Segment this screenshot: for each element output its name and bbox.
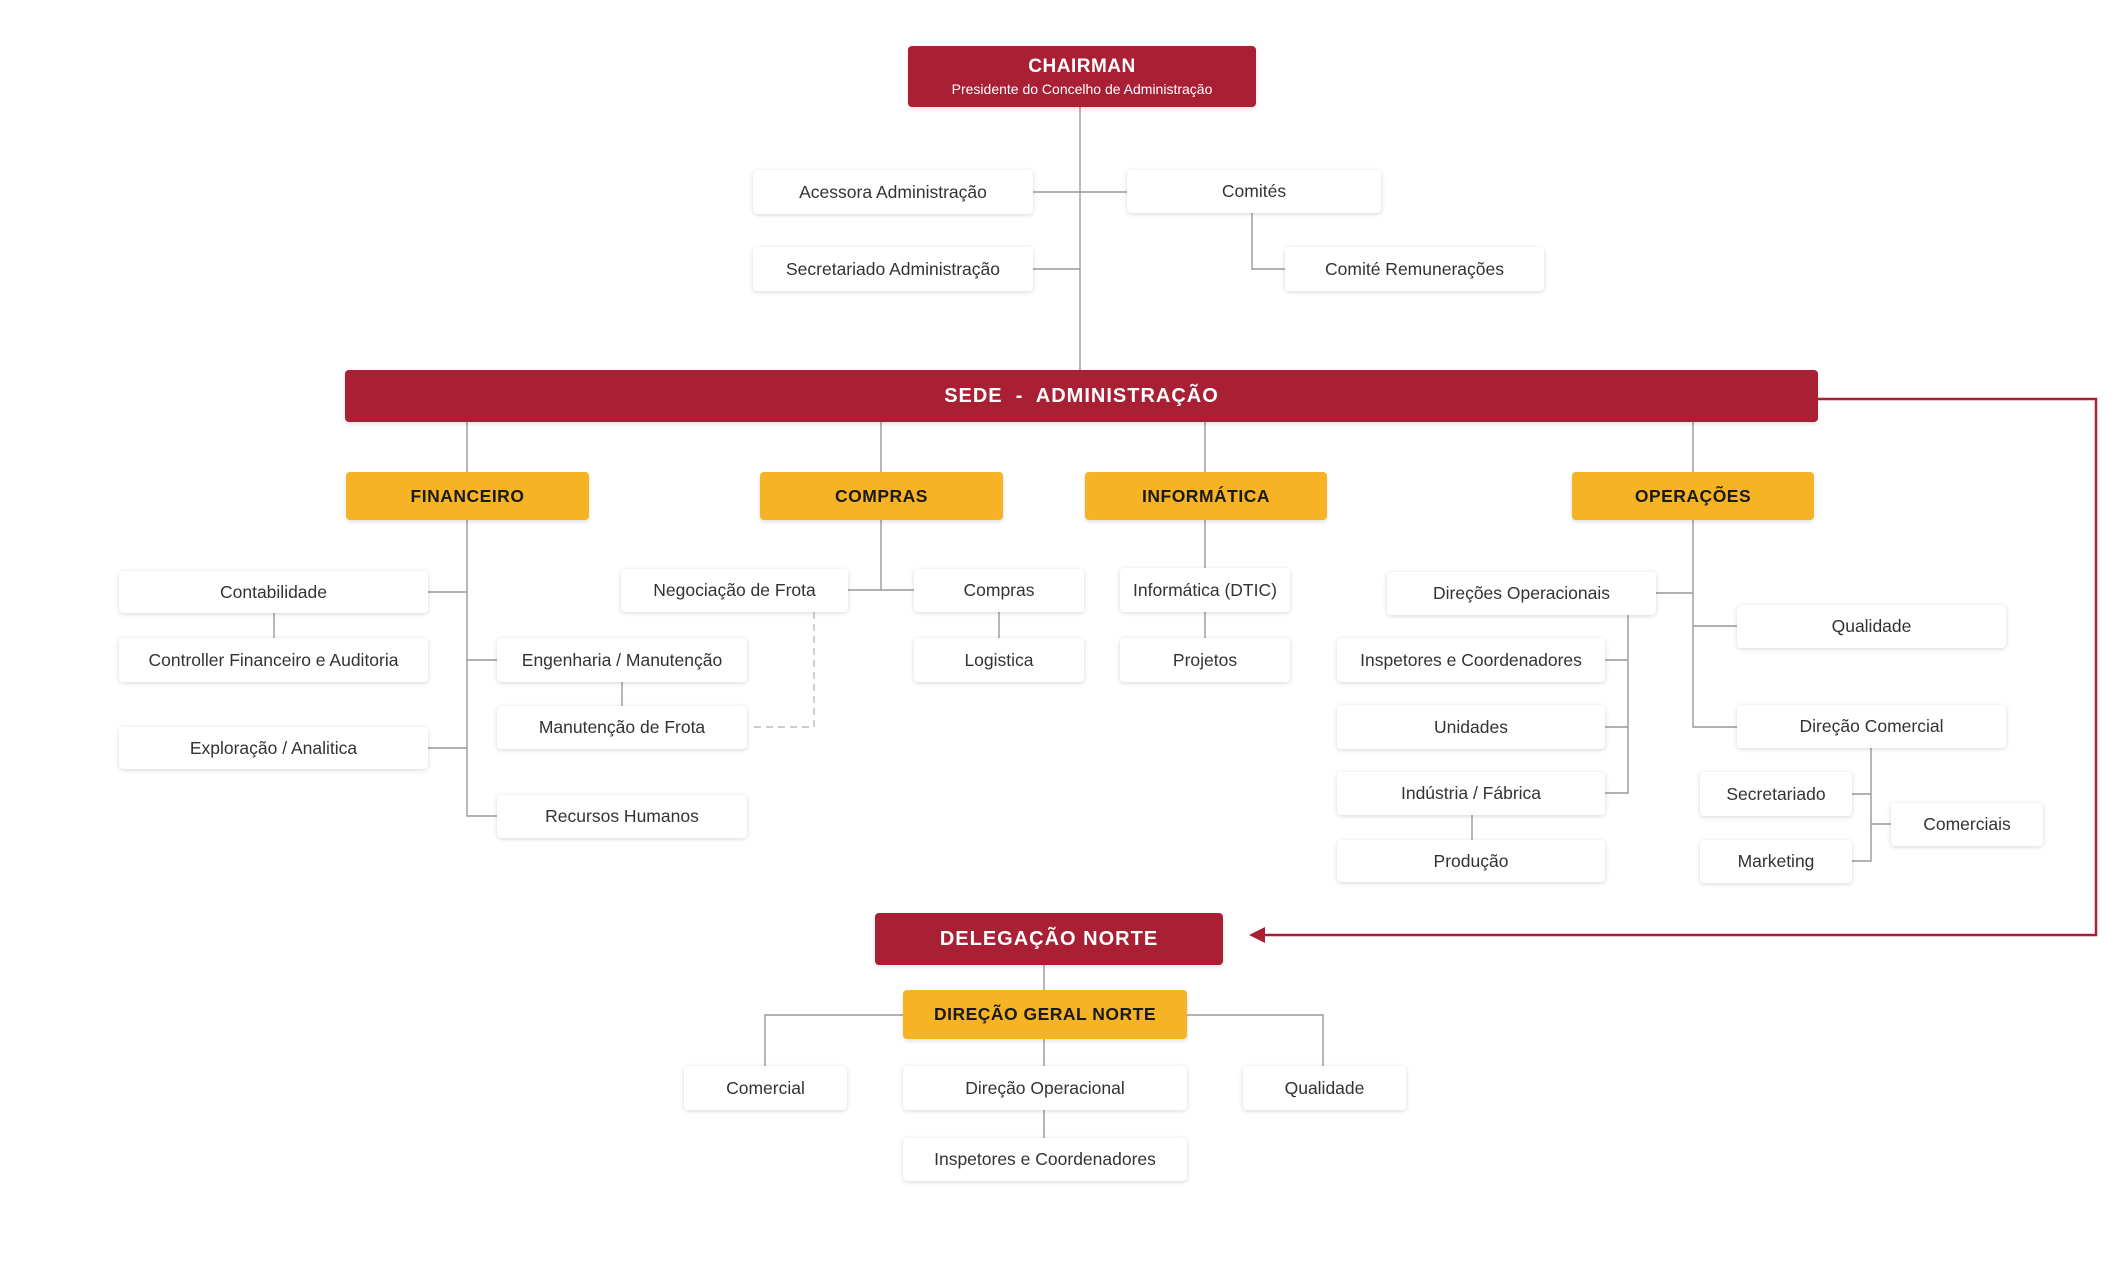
engenharia-box[interactable]: Engenharia / Manutenção bbox=[497, 638, 747, 682]
comerciais-box[interactable]: Comerciais bbox=[1891, 803, 2043, 846]
connector-direcoes-children bbox=[1605, 615, 1629, 794]
connector-comercial-trunk bbox=[1852, 748, 1872, 862]
direcao-geral-norte-box[interactable]: DIREÇÃO GERAL NORTE bbox=[903, 990, 1187, 1039]
logistica-box[interactable]: Logistica bbox=[914, 638, 1084, 682]
direcao-operacional-norte-box[interactable]: Direção Operacional bbox=[903, 1066, 1187, 1110]
financeiro-box[interactable]: FINANCEIRO bbox=[346, 472, 589, 520]
unidades-box[interactable]: Unidades bbox=[1337, 705, 1605, 749]
connector-operacoes-trunk bbox=[1692, 520, 1737, 728]
chairman-subtitle: Presidente do Concelho de Administração bbox=[951, 81, 1213, 97]
connector-sede-delegacao bbox=[1262, 397, 2098, 937]
contabilidade-box[interactable]: Contabilidade bbox=[119, 571, 428, 613]
recursos-humanos-box[interactable]: Recursos Humanos bbox=[497, 795, 747, 838]
delegacao-norte-box[interactable]: DELEGAÇÃO NORTE bbox=[875, 913, 1223, 965]
informatica-box[interactable]: INFORMÁTICA bbox=[1085, 472, 1327, 520]
inspetores-norte-box[interactable]: Inspetores e Coordenadores bbox=[903, 1138, 1187, 1181]
compras-box[interactable]: COMPRAS bbox=[760, 472, 1003, 520]
connector-financeiro-trunk bbox=[466, 520, 497, 817]
secretariado-adm-box[interactable]: Secretariado Administração bbox=[753, 247, 1033, 291]
chairman-title: CHAIRMAN bbox=[1028, 56, 1136, 77]
connector-comites bbox=[1251, 213, 1285, 270]
direcoes-operacionais-box[interactable]: Direções Operacionais bbox=[1387, 572, 1656, 615]
dtic-box[interactable]: Informática (DTIC) bbox=[1120, 568, 1290, 612]
exploracao-box[interactable]: Exploração / Analitica bbox=[119, 727, 428, 769]
connector-dashed-frota bbox=[750, 612, 815, 728]
qualidade-op-box[interactable]: Qualidade bbox=[1737, 605, 2006, 648]
marketing-box[interactable]: Marketing bbox=[1700, 840, 1852, 883]
compras-item-box[interactable]: Compras bbox=[914, 569, 1084, 612]
industria-box[interactable]: Indústria / Fábrica bbox=[1337, 772, 1605, 815]
projetos-box[interactable]: Projetos bbox=[1120, 638, 1290, 682]
controller-box[interactable]: Controller Financeiro e Auditoria bbox=[119, 638, 428, 682]
connector-direcao-comercial bbox=[764, 1014, 903, 1066]
acessora-box[interactable]: Acessora Administração bbox=[753, 170, 1033, 214]
arrow-head-delegacao bbox=[1249, 927, 1265, 943]
comite-remuneracoes-box[interactable]: Comité Remunerações bbox=[1285, 247, 1544, 291]
comites-box[interactable]: Comités bbox=[1127, 170, 1381, 213]
chairman-box[interactable]: CHAIRMAN Presidente do Concelho de Admin… bbox=[908, 46, 1256, 107]
sede-box[interactable]: SEDE - ADMINISTRAÇÃO bbox=[345, 370, 1818, 422]
direcao-comercial-box[interactable]: Direção Comercial bbox=[1737, 705, 2006, 748]
comercial-norte-box[interactable]: Comercial bbox=[684, 1066, 847, 1110]
operacoes-box[interactable]: OPERAÇÕES bbox=[1572, 472, 1814, 520]
secretariado-op-box[interactable]: Secretariado bbox=[1700, 772, 1852, 816]
manutencao-frota-box[interactable]: Manutenção de Frota bbox=[497, 706, 747, 749]
negociacao-frota-box[interactable]: Negociação de Frota bbox=[621, 569, 848, 612]
connector-direcao-qualidade bbox=[1187, 1014, 1324, 1066]
qualidade-norte-box[interactable]: Qualidade bbox=[1243, 1066, 1406, 1110]
producao-box[interactable]: Produção bbox=[1337, 840, 1605, 882]
inspetores-box[interactable]: Inspetores e Coordenadores bbox=[1337, 638, 1605, 682]
